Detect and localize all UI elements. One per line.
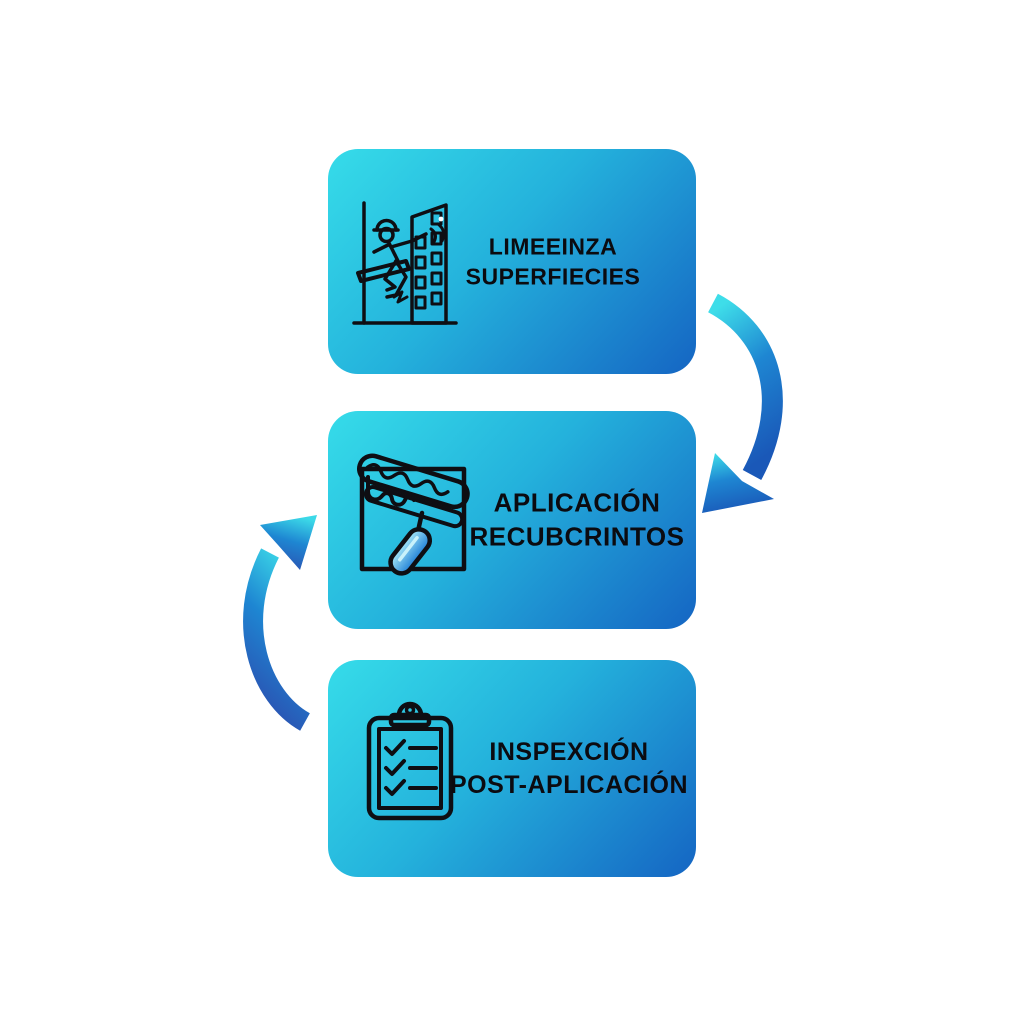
step-3-line-2: POST-APLICACIÓN <box>449 770 689 799</box>
step-label-2: APLICACIÓN RECUBCRINTOS <box>458 486 696 555</box>
step-1-line-2: SUPERFIECIES <box>465 263 641 290</box>
step-card-3: INSPEXCIÓN POST-APLICACIÓN <box>328 660 696 877</box>
facade-cleaning-worker-icon <box>348 199 460 327</box>
paint-roller-icon <box>352 453 477 585</box>
step-card-1: LIMEEINZA SUPERFIECIES <box>328 149 696 374</box>
arrow-step3-to-step2 <box>232 495 332 731</box>
checklist-clipboard-icon <box>364 701 456 822</box>
arrow-step1-to-step2 <box>690 293 800 523</box>
step-2-line-1: APLICACIÓN <box>493 487 661 518</box>
step-2-line-2: RECUBCRINTOS <box>469 522 685 552</box>
step-1-line-1: LIMEEINZA <box>488 233 618 260</box>
step-label-1: LIMEEINZA SUPERFIECIES <box>428 231 678 292</box>
step-label-3: INSPEXCIÓN POST-APLICACIÓN <box>446 736 692 802</box>
step-3-line-1: INSPEXCIÓN <box>489 737 649 766</box>
step-card-2: APLICACIÓN RECUBCRINTOS <box>328 411 696 629</box>
